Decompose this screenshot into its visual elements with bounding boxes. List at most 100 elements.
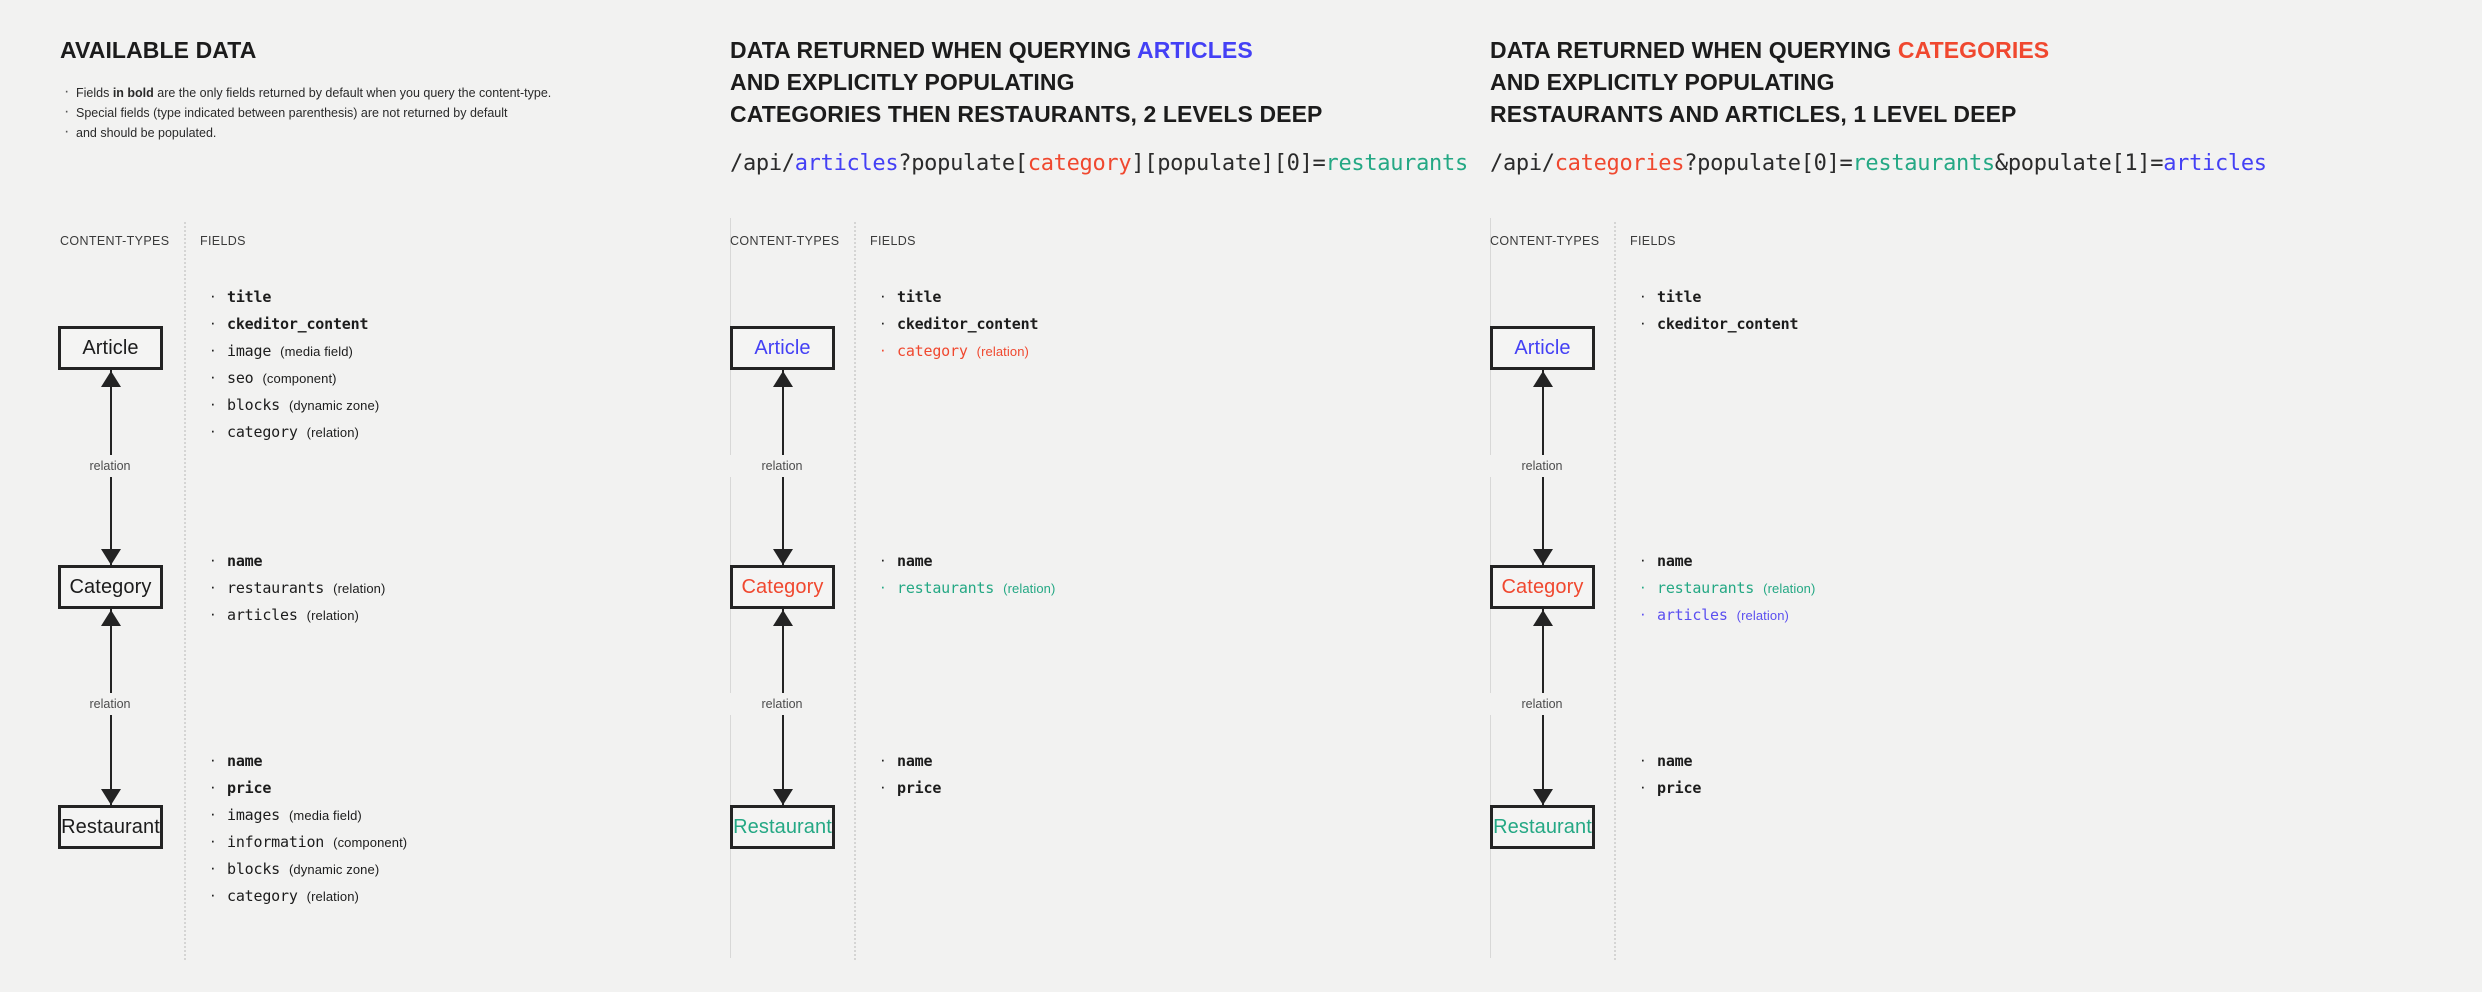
field-name: category <box>897 342 968 360</box>
node-article[interactable]: Article <box>730 326 835 370</box>
field-type: (dynamic zone) <box>289 398 380 413</box>
field-name: ckeditor_content <box>897 315 1039 333</box>
node-label: Restaurant <box>733 815 832 838</box>
node-label: Category <box>741 575 824 598</box>
field-name: price <box>227 779 272 797</box>
field-row: restaurants(relation) <box>205 574 725 602</box>
field-group-restaurant: namepriceimages(media field)information(… <box>205 747 725 910</box>
node-restaurant[interactable]: Restaurant <box>58 805 163 849</box>
field-name: title <box>227 288 272 306</box>
field-type: (relation) <box>306 608 359 623</box>
field-name: name <box>227 752 263 770</box>
url-part: ?populate[ <box>898 151 1028 176</box>
field-type: (relation) <box>306 889 359 904</box>
node-category[interactable]: Category <box>730 565 835 609</box>
column-label-content-types: CONTENT-TYPES <box>60 234 170 248</box>
field-row: image (media field) <box>205 337 725 365</box>
node-label: Article <box>82 336 139 359</box>
arrow-down-icon <box>101 789 121 805</box>
field-name: articles <box>227 606 298 624</box>
field-row: price <box>1635 774 2155 802</box>
field-name: image <box>227 342 272 360</box>
field-name: articles <box>1657 606 1728 624</box>
field-name: images <box>227 806 280 824</box>
field-row: restaurants(relation) <box>1635 574 2155 602</box>
url-part-restaurants: restaurants <box>1325 151 1469 176</box>
field-row: name <box>875 747 1395 775</box>
arrow-up-icon <box>773 371 793 387</box>
field-list: name restaurants(relation) articles (relati… <box>205 547 725 629</box>
api-url: /api/categories?populate[0]=restaurants&… <box>1490 150 2267 178</box>
field-group-category: namerestaurants(relation) articles (relati… <box>1635 547 2155 629</box>
page-title-line3: RESTAURANTS AND ARTICLES, 1 LEVEL DEEP <box>1490 101 2017 127</box>
field-name: blocks <box>227 396 280 414</box>
field-list: title ckeditor_content category(relation) <box>875 283 1395 365</box>
relation-label: relation <box>1482 693 1602 715</box>
note-item: Special fields (type indicated between p… <box>60 102 720 123</box>
title-keyword: CATEGORIES <box>1897 37 2050 63</box>
page-title-line3: CATEGORIES THEN RESTAURANTS, 2 LEVELS DE… <box>730 101 1323 127</box>
field-name: title <box>897 288 942 306</box>
title-part: DATA RETURNED WHEN QUERYING <box>730 37 1137 63</box>
field-type: (relation) <box>1736 608 1789 623</box>
field-group-article: titleckeditor_contentimage(media field)s… <box>205 283 725 446</box>
relation-label: relation <box>1482 455 1602 477</box>
node-label: Restaurant <box>1493 815 1592 838</box>
url-part: /api/ <box>730 151 795 176</box>
arrow-up-icon <box>101 371 121 387</box>
panel-available-data: AVAILABLE DATA Fields in bold are the on… <box>0 0 730 992</box>
url-part-categories: categories <box>1554 151 1685 176</box>
relation-label: relation <box>50 455 170 477</box>
url-part: ][populate][0]= <box>1131 151 1326 176</box>
field-name: restaurants <box>227 579 325 597</box>
relation-label: relation <box>722 455 842 477</box>
note-rest: are the only fields returned by default … <box>153 86 552 100</box>
field-name: blocks <box>227 860 280 878</box>
node-category[interactable]: Category <box>58 565 163 609</box>
title-part: DATA RETURNED WHEN QUERYING <box>1490 37 1898 63</box>
field-row: name <box>1635 547 2155 575</box>
url-part: &populate[1]= <box>1994 151 2164 176</box>
panel-header: DATA RETURNED WHEN QUERYING CATEGORIES A… <box>1490 34 2267 178</box>
arrow-down-icon <box>1533 789 1553 805</box>
field-type: (media field) <box>280 344 353 359</box>
field-name: name <box>897 752 933 770</box>
field-name: name <box>227 552 263 570</box>
node-article[interactable]: Article <box>1490 326 1595 370</box>
arrow-up-icon <box>101 610 121 626</box>
field-row: title <box>875 283 1395 311</box>
page-title: DATA RETURNED WHEN QUERYING CATEGORIES <box>1490 34 2150 66</box>
node-restaurant[interactable]: Restaurant <box>1490 805 1595 849</box>
content-fields-divider <box>1614 222 1616 960</box>
field-row: articles (relation) <box>1635 601 2155 629</box>
field-row: category(relation) <box>875 337 1395 365</box>
page-title-line2: AND EXPLICITLY POPULATING <box>1490 69 1835 95</box>
field-row: title <box>1635 283 2155 311</box>
field-list: titleckeditor_content <box>1635 283 2155 338</box>
field-name: price <box>897 779 942 797</box>
url-part-restaurants: restaurants <box>1852 151 1995 176</box>
field-type: (relation) <box>1003 581 1056 596</box>
relation-label: relation <box>722 693 842 715</box>
node-label: Category <box>69 575 152 598</box>
node-restaurant[interactable]: Restaurant <box>730 805 835 849</box>
url-part: /api/ <box>1490 151 1555 176</box>
field-name: information <box>227 833 325 851</box>
column-label-content-types: CONTENT-TYPES <box>730 234 840 248</box>
url-part-articles: articles <box>794 151 899 176</box>
note-item-continuation: and should be populated. <box>60 122 720 143</box>
field-row: price <box>875 774 1395 802</box>
note-item: Fields in bold are the only fields retur… <box>60 82 720 103</box>
node-article[interactable]: Article <box>58 326 163 370</box>
note-lead: Special fields (type indicated between p… <box>76 106 508 120</box>
relation-label: relation <box>50 693 170 715</box>
field-group-restaurant: nameprice <box>1635 747 2155 802</box>
node-label: Article <box>1514 336 1571 359</box>
node-category[interactable]: Category <box>1490 565 1595 609</box>
field-row: price <box>205 774 725 802</box>
field-list: name price <box>875 747 1395 802</box>
arrow-down-icon <box>773 549 793 565</box>
field-row: name <box>205 747 725 775</box>
page-title: AVAILABLE DATA <box>60 37 257 63</box>
panel-header: DATA RETURNED WHEN QUERYING ARTICLES AND… <box>730 34 1468 178</box>
